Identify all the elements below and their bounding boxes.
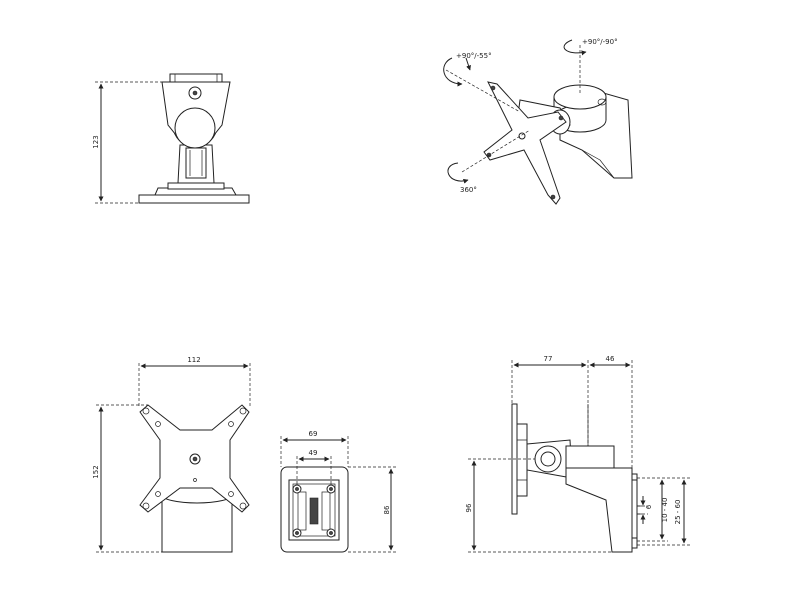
dim-clamp-gap: 6 bbox=[645, 504, 653, 509]
dim-profile-depth-front: 77 bbox=[544, 355, 553, 363]
tilt-angle-label: +90°/-55° bbox=[456, 52, 492, 60]
swivel-angle-label: +90°/-90° bbox=[582, 38, 618, 46]
front-view: 112 152 bbox=[92, 356, 251, 553]
side-profile-view: 77 46 96 6 10 - 40 25 - 60 bbox=[465, 355, 690, 553]
dim-front-height: 152 bbox=[92, 465, 100, 478]
dim-clamp-range-large: 25 - 60 bbox=[674, 500, 682, 525]
side-elevation-view: 123 bbox=[92, 73, 250, 204]
dim-side-height: 123 bbox=[92, 135, 100, 148]
dim-plate-inner-width: 49 bbox=[309, 449, 318, 457]
mounting-plate-view: 69 49 86 bbox=[280, 430, 397, 553]
dim-front-width: 112 bbox=[187, 356, 200, 364]
dim-profile-depth-back: 46 bbox=[606, 355, 615, 363]
rotate-angle-label: 360° bbox=[460, 186, 477, 194]
dim-profile-height: 96 bbox=[465, 503, 473, 512]
dim-clamp-range-small: 10 - 40 bbox=[661, 498, 669, 523]
dim-plate-height: 86 bbox=[383, 505, 391, 514]
dim-plate-outer-width: 69 bbox=[309, 430, 318, 438]
perspective-view: +90°/-55° +90°/-90° 360° bbox=[443, 38, 633, 205]
